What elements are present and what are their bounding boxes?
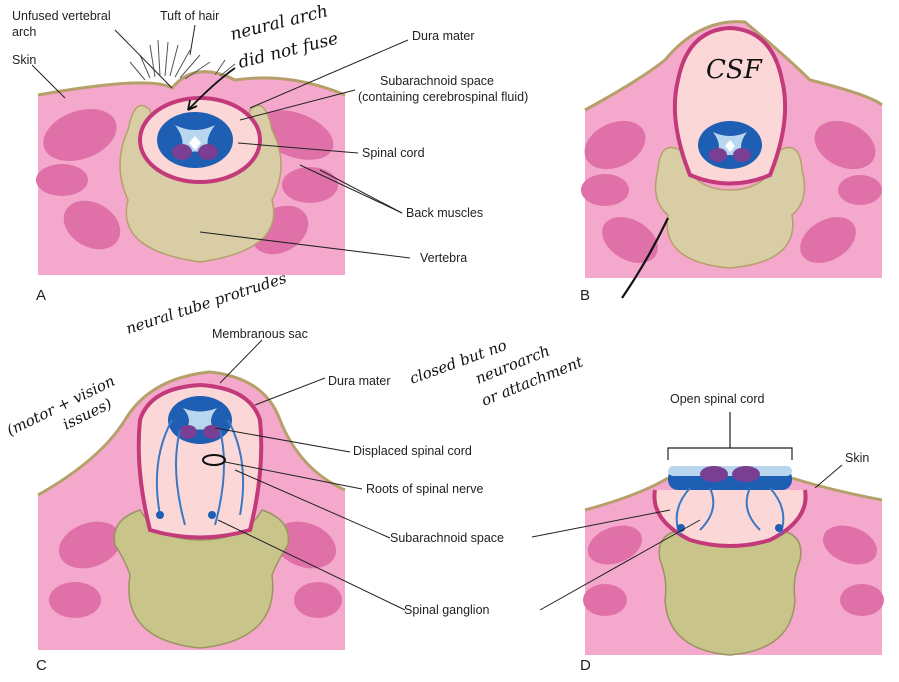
panel-d-cord-dark	[732, 466, 760, 482]
label-subarachnoid-a-line-1: Subarachnoid space	[380, 74, 494, 88]
note-arrow-head	[187, 99, 198, 111]
panel-a-leaders	[31, 24, 411, 259]
label-skin-d: Skin	[845, 451, 869, 465]
note-pointer-b	[621, 217, 669, 299]
label-skin-a: Skin	[12, 53, 36, 67]
panel-c: Membranous sac Dura mater Displaced spin…	[36, 327, 504, 674]
panel-b-cord-dark	[709, 148, 727, 162]
panel-d-ganglion	[775, 524, 783, 532]
panel-c-leaders	[214, 339, 406, 611]
panel-letter-d: D	[580, 657, 591, 674]
note-csf: CSF	[706, 55, 763, 85]
panel-c-cord-dark	[179, 425, 197, 439]
panel-d-muscle	[583, 584, 627, 616]
label-back-muscles: Back muscles	[406, 206, 483, 220]
panel-d: Open spinal cord Skin D	[531, 392, 884, 674]
panel-a-muscle	[282, 167, 338, 203]
panel-a-muscle	[43, 108, 117, 162]
panel-a-muscle	[63, 200, 121, 250]
panel-b-cord-dark	[733, 148, 751, 162]
label-tuft-of-hair: Tuft of hair	[160, 9, 219, 23]
label-subarachnoid-a-line-2: (containing cerebrospinal fluid)	[358, 90, 528, 104]
panel-b-skin-line	[584, 20, 883, 112]
label-unfused-arch-line-1: Unfused vertebral	[12, 9, 111, 23]
label-unfused-arch-line-2: arch	[12, 25, 36, 39]
panel-b-muscle	[814, 120, 876, 170]
panel-d-skin-line	[584, 476, 883, 512]
panel-b-muscle	[838, 175, 882, 205]
panel-c-cord-dark	[203, 425, 221, 439]
panel-c-skin-line	[37, 370, 346, 497]
roots-highlight-circle	[202, 454, 226, 466]
panel-letter-a: A	[36, 287, 46, 304]
panel-c-nerve-roots	[155, 419, 245, 526]
panel-c-muscle	[59, 521, 121, 569]
panel-d-vertebra	[658, 529, 802, 656]
label-spinal-cord-a: Spinal cord	[362, 146, 425, 160]
label-subarachnoid-c: Subarachnoid space	[390, 531, 504, 545]
panel-d-dura	[652, 489, 808, 548]
label-spinal-ganglion: Spinal ganglion	[404, 603, 490, 617]
label-dura-mater-c: Dura mater	[328, 374, 391, 388]
panel-d-muscle	[587, 525, 643, 565]
panel-a: Unfused vertebral arch Tuft of hair Skin…	[12, 9, 528, 304]
panel-b-muscle	[602, 217, 658, 263]
panel-a-cord-dark	[172, 144, 192, 160]
panel-b-muscle	[581, 174, 629, 206]
panel-d-leaders	[531, 464, 843, 611]
panel-d-open-cord-top	[668, 466, 792, 476]
label-roots-of-spinal-nerve: Roots of spinal nerve	[366, 482, 483, 496]
label-open-spinal-cord: Open spinal cord	[670, 392, 765, 406]
label-dura-mater-a: Dura mater	[412, 29, 475, 43]
panel-b: B	[580, 20, 883, 304]
panel-b-muscle	[584, 120, 646, 170]
panel-a-cord-dark	[198, 144, 218, 160]
panel-c-muscle	[274, 521, 336, 569]
panel-d-cord-dark	[700, 466, 728, 482]
open-cord-bracket	[667, 412, 793, 460]
label-membranous-sac: Membranous sac	[212, 327, 308, 341]
label-displaced-spinal-cord: Displaced spinal cord	[353, 444, 472, 458]
tuft-of-hair-icon	[129, 39, 236, 81]
label-vertebra: Vertebra	[420, 251, 467, 265]
panel-a-central-canal	[189, 136, 201, 150]
panel-b-central-canal	[725, 140, 735, 152]
panel-d-muscle	[822, 525, 878, 565]
panel-c-muscle	[294, 582, 342, 618]
panel-b-muscle	[800, 217, 856, 263]
panel-a-skin-line	[37, 70, 346, 97]
panel-c-ganglion	[156, 511, 164, 519]
panel-c-ganglion	[208, 511, 216, 519]
panel-a-muscle	[36, 164, 88, 196]
panel-c-muscle	[49, 582, 101, 618]
panel-letter-b: B	[580, 287, 590, 304]
note-arrow	[187, 67, 236, 111]
panel-d-muscle	[840, 584, 884, 616]
panel-letter-c: C	[36, 657, 47, 674]
